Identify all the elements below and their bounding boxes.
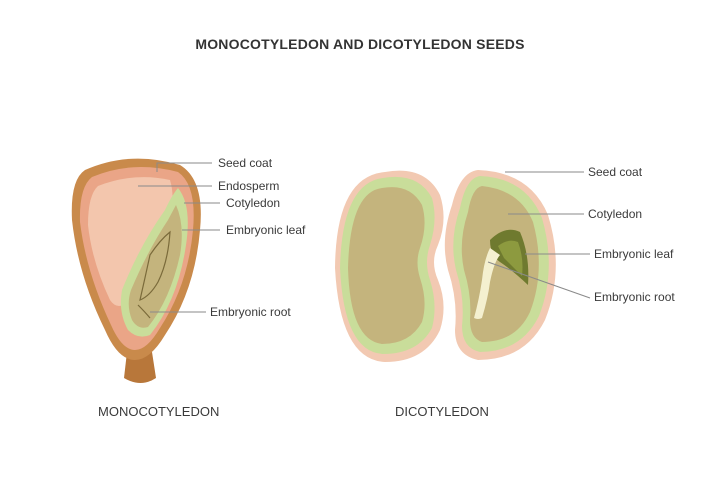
label-mono-embryonic-root: Embryonic root xyxy=(210,305,291,319)
label-di-embryonic-leaf: Embryonic leaf xyxy=(594,247,674,261)
monocot-seed xyxy=(71,158,220,383)
dicot-embryonic-root xyxy=(474,248,500,319)
dicot-seed xyxy=(335,170,591,362)
monocot-endosperm xyxy=(88,177,173,306)
leader-mono-seed-coat xyxy=(156,162,212,172)
leader-di-embryonic-root xyxy=(487,261,591,299)
label-di-seed-coat: Seed coat xyxy=(588,165,643,179)
monocot-radicle xyxy=(137,304,151,319)
label-di-embryonic-root: Embryonic root xyxy=(594,290,675,304)
label-mono-endosperm: Endosperm xyxy=(218,179,280,193)
monocot-embryo xyxy=(139,230,171,301)
dicot-left-cotyledon xyxy=(348,187,425,344)
dicot-embryonic-leaf-highlight xyxy=(498,240,523,276)
label-mono-embryonic-leaf: Embryonic leaf xyxy=(226,223,306,237)
label-di-cotyledon: Cotyledon xyxy=(588,207,643,221)
diagram-title: MONOCOTYLEDON AND DICOTYLEDON SEEDS xyxy=(195,36,525,52)
caption-monocotyledon: MONOCOTYLEDON xyxy=(98,404,220,419)
caption-dicotyledon: DICOTYLEDON xyxy=(395,404,489,419)
label-mono-cotyledon: Cotyledon xyxy=(226,196,281,210)
monocot-cotyledon-inner xyxy=(128,205,182,328)
label-mono-seed-coat: Seed coat xyxy=(218,156,273,170)
